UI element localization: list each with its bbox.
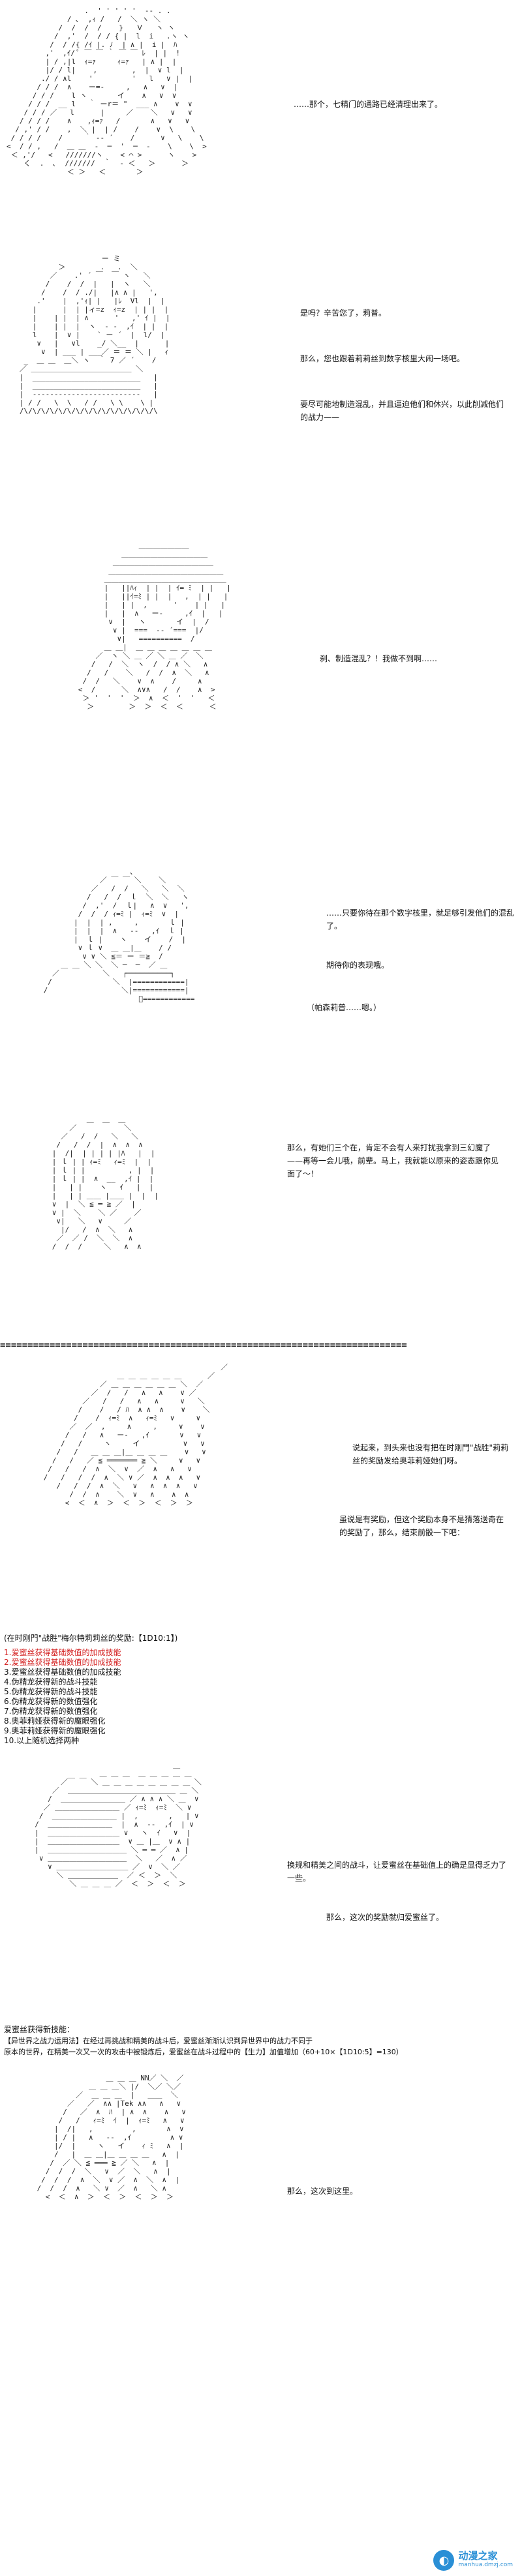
list-item: 9.奥菲莉娅获得新的魔眼强化 <box>4 1726 106 1735</box>
list-item: 7.伪精龙获得新的数值强化 <box>4 1707 98 1716</box>
dialog-text: ……那个，七精门的通路已经清理出来了。 <box>294 100 443 109</box>
panel-3: ＿＿＿＿＿＿＿ ＿＿＿＿＿＿＿＿＿＿＿＿ ＿＿＿＿＿＿＿＿＿＿＿＿＿＿ ＿＿＿＿… <box>0 535 522 848</box>
dialog-text: 那么，这次的奖励就归爱蜜丝了。 <box>326 1913 444 1922</box>
watermark: ◐ 动漫之家 manhua.dmzj.com <box>433 2550 513 2571</box>
skill-line: 原本的世界，在精美一次又一次的攻击中被锻炼后，爱蜜丝在战斗过程中的【生力】加值增… <box>4 2048 403 2056</box>
dialog-text: 那么，这次到这里。 <box>287 2187 358 2196</box>
skill-line: 【异世界之战力运用法】在经过再挑战和精美的战斗后，爱蜜丝渐渐认识到异世界中的战力… <box>4 2037 313 2045</box>
ascii-art-figure: . ' ' ' ' ' -- . . / ､ ,ｨ / / ＼ ヽ ＼ / / … <box>7 7 207 176</box>
dialog-text: 是吗？辛苦您了，莉普。 <box>300 308 387 318</box>
panel-6: ／ ＿ ＿ ＿ ＿ ＿ ＿ ／ ／ ＿ ＿ ＿ ＿ ＿ ＿ ＼ ／ ／ / / … <box>0 1356 522 1630</box>
list-item: 3.爱蜜丝获得基础数值的加成技能 <box>4 1668 121 1677</box>
ascii-art-figure: ＿ ＿ ＿ ／ ＼ ／ / / ＼ ＼ / / / | ∧ ∧ ∧ | /| |… <box>52 1115 159 1251</box>
ascii-art-figure: ／ ＿ ＿ ＿ ＿ ＿ ＿ ／ ／ ＿ ＿ ＿ ＿ ＿ ＿ ＼ ／ ／ / / … <box>43 1363 228 1507</box>
panel-8: ＿ ＿ ＿ NN／ ＼ ／ ＿ ＿ ＿＼ |/ ＼／ ＼／ ／ ＿ ＿ ＿ | … <box>0 2067 522 2576</box>
list-item: 5.伪精龙获得新的战斗技能 <box>4 1687 98 1696</box>
panel-5: ＿ ＿ ＿ ／ ＼ ／ / / ＼ ＼ / / / | ∧ ∧ ∧ | /| |… <box>0 1109 522 1330</box>
ascii-art-figure: ＿＿＿＿＿＿＿ ＿＿＿＿＿＿＿＿＿＿＿＿ ＿＿＿＿＿＿＿＿＿＿＿＿＿＿ ＿＿＿＿… <box>78 541 231 711</box>
dialog-text: 虽说是有奖励，但这个奖励本身不是猜落送奇在的奖励了，那么，结束前骰一下吧： <box>339 1515 504 1537</box>
list-item: 8.奥菲莉娅获得新的魔眼强化 <box>4 1716 106 1726</box>
ascii-art-figure: ＿ ＿ ＿ NN／ ＼ ／ ＿ ＿ ＿＼ |/ ＼／ ＼／ ／ ＿ ＿ ＿ | … <box>37 2074 186 2201</box>
site-logo-icon: ◐ <box>433 2550 455 2571</box>
roll-title: (在时刚門"战胜"梅尔特莉莉丝的奖励:【1D10:1】) <box>4 1634 178 1643</box>
list-item: 1.爱蜜丝获得基础数值的加成技能 <box>4 1648 121 1657</box>
panel-1: . ' ' ' ' ' -- . . / ､ ,ｨ / / ＼ ヽ ＼ / / … <box>0 0 522 235</box>
panel-7: ＿ ＿ ＿ ＿ ＿ ＿ ＿ ＿ ＿ ／￣ ￣ ＼ ＿ ＿ ＿ ＿ ＿ ＿ ＿ ＿… <box>0 1754 522 2022</box>
skill-header: 爱蜜丝获得新技能： <box>4 2025 75 2034</box>
list-item: 10.以上随机选择两种 <box>4 1736 80 1745</box>
list-item: 6.伪精龙获得新的数值强化 <box>4 1697 98 1706</box>
ascii-art-figure: ー ミ ＞ . . ＼ ／ .' ´ ￣ ￣ ヽ ＼ / / / | | ヽ ＼… <box>19 254 170 415</box>
dialog-text: 期待你的表现哦。 <box>326 961 390 970</box>
dialog-text: 要尽可能地制造混乱，并且逼迫他们和休兴，以此削减他们的战力—— <box>300 400 504 422</box>
list-item: 4.伪精龙获得新的战斗技能 <box>4 1677 98 1686</box>
panel-4: ､ ／ ￣ ￣ ＼ ＼ ／ / / ＼ ＼ ＼ / / / ｌ ＼ ＼ ヽ / … <box>0 861 522 1096</box>
dialog-text: 刹、制造混乱？！我做不到啊…… <box>320 654 438 663</box>
ascii-art-figure: ､ ／ ￣ ￣ ＼ ＼ ／ / / ＼ ＼ ＼ / / / ｌ ＼ ＼ ヽ / … <box>43 867 195 1003</box>
dialog-text: 说起来，到头来也没有把在时刚門"战胜"莉莉丝的奖励发给奥菲莉娅她们呀。 <box>352 1443 509 1465</box>
watermark-name: 动漫之家 <box>458 2550 498 2562</box>
dialog-text: 那么，您也跟着莉莉丝到数字核里大闹一场吧。 <box>300 354 465 363</box>
dialog-text: 那么，有她们三个在，肯定不会有人来打扰我拿到三幻魔了——再等一会儿哦，前辈。马上… <box>287 1143 499 1178</box>
section-divider: ========================================… <box>0 1340 407 1351</box>
panel-2: ー ミ ＞ . . ＼ ／ .' ´ ￣ ￣ ヽ ＼ / / / | | ヽ ＼… <box>0 248 522 522</box>
dialog-text: ……只要你待在那个数字核里，就足够引发他们的混乱了。 <box>326 908 515 931</box>
dialog-text: （帕森莉普……嗯。） <box>307 1003 382 1012</box>
ascii-art-figure: ＿ ＿ ＿ ＿ ＿ ＿ ＿ ＿ ＿ ／￣ ￣ ＼ ＿ ＿ ＿ ＿ ＿ ＿ ＿ ＿… <box>35 1761 202 1888</box>
watermark-url: manhua.dmzj.com <box>458 2562 513 2568</box>
list-item: 2.爱蜜丝获得基础数值的加成技能 <box>4 1658 121 1667</box>
dialog-text: 换规和精美之间的战斗，让爱蜜丝在基础值上的确是显得乏力了一些。 <box>287 1861 507 1883</box>
